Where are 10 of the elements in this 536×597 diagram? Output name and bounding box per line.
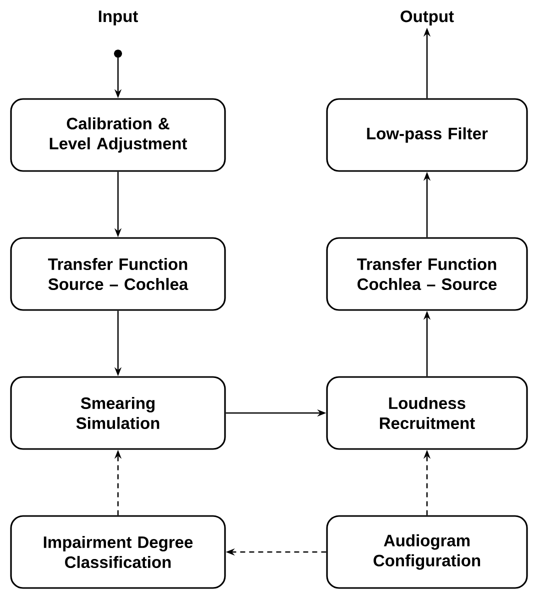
process-box: Transfer Function Cochlea – Source <box>326 237 528 311</box>
process-box: Calibration & Level Adjustment <box>10 98 226 172</box>
process-box: Impairment Degree Classification <box>10 515 226 589</box>
process-box: Audiogram Configuration <box>326 515 528 589</box>
process-box: Smearing Simulation <box>10 376 226 450</box>
signal-label: Output <box>400 10 454 26</box>
process-box: Low-pass Filter <box>326 98 528 172</box>
signal-label: Input <box>98 10 138 26</box>
process-box: Transfer Function Source – Cochlea <box>10 237 226 311</box>
process-box: Loudness Recruitment <box>326 376 528 450</box>
